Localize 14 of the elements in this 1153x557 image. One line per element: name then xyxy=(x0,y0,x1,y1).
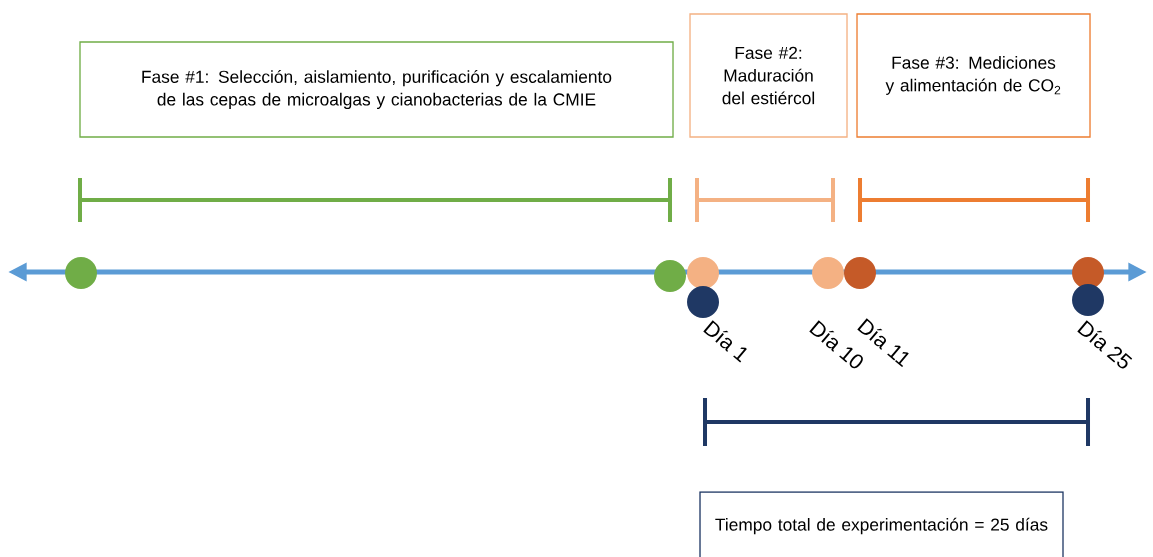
phase-box: Tiempo total de experimentación = 25 días xyxy=(699,491,1064,557)
timeline-dot xyxy=(687,286,719,318)
timeline-dot xyxy=(687,257,719,289)
timeline-dot xyxy=(654,260,686,292)
timeline-dot xyxy=(1072,284,1104,316)
phase-box: Fase #1: Selección, aislamiento, purificación y escalamiento de las cepas de microalgas y cianobacterias de la CMIE xyxy=(79,41,674,138)
timeline-dot xyxy=(812,257,844,289)
timeline-dot xyxy=(844,257,876,289)
phase-box: Fase #3: Mediciones y alimentación de CO$_{2}$ xyxy=(856,13,1091,138)
timeline-dot xyxy=(1072,257,1104,289)
timeline-dot xyxy=(65,257,97,289)
phase-box: Fase #2: Maduración del estiércol xyxy=(689,13,848,138)
day-label: Día 1 xyxy=(703,320,747,363)
day-label: Día 25 xyxy=(1077,320,1133,369)
